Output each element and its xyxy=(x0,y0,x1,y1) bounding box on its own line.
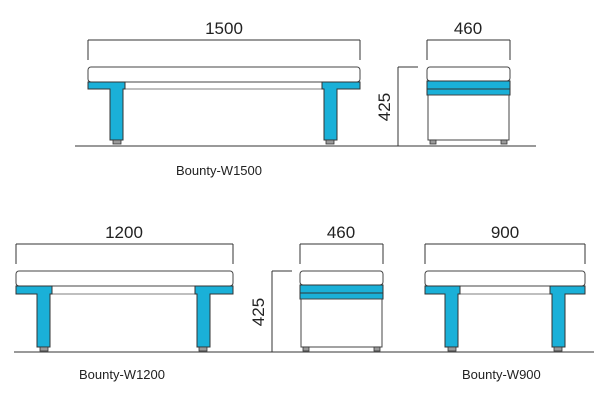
side-leg-frame xyxy=(300,298,383,348)
width-label-w1200: 1200 xyxy=(105,223,143,242)
width-dimension-w900: 900 xyxy=(424,223,586,264)
side-frame-bottom xyxy=(426,88,511,96)
side-seat-cushion xyxy=(299,270,384,286)
model-label-w1500: Bounty-W1500 xyxy=(176,163,262,178)
left-leg xyxy=(15,285,53,348)
side-frame-bottom xyxy=(299,292,384,300)
model-label-w1200: Bounty-W1200 xyxy=(79,367,165,382)
seat-cushion xyxy=(87,66,361,83)
side-right-foot xyxy=(500,139,508,145)
left-leg xyxy=(87,81,126,141)
left-leg xyxy=(424,285,461,348)
right-leg xyxy=(194,285,234,348)
left-foot xyxy=(39,346,49,352)
seat-cushion xyxy=(424,270,586,287)
left-foot xyxy=(447,346,457,352)
width-dimension-w1200: 1200 xyxy=(15,223,234,264)
bench-w1500-front-view: 1500 xyxy=(87,19,361,145)
width-label-w1500: 1500 xyxy=(205,19,243,38)
width-dimension-w1500: 1500 xyxy=(87,19,361,60)
bench-w1500-side-view: 460 425 xyxy=(375,19,511,147)
left-foot xyxy=(112,139,122,145)
side-leg-frame xyxy=(427,94,510,141)
height-label-w1200: 425 xyxy=(249,298,268,326)
bench-w900-front-view: 900 xyxy=(424,223,586,352)
height-dimension-w1200: 425 xyxy=(249,270,292,353)
depth-dimension-w1500: 460 xyxy=(426,19,511,60)
height-dimension-w1500: 425 xyxy=(375,66,418,147)
side-frame-top xyxy=(299,284,384,294)
right-leg xyxy=(321,81,361,141)
seat-cushion xyxy=(15,270,234,287)
depth-label-w1500: 460 xyxy=(454,19,482,38)
bench-w1200-side-view: 460 425 xyxy=(249,223,384,353)
width-label-w900: 900 xyxy=(491,223,519,242)
model-label-w900: Bounty-W900 xyxy=(462,367,541,382)
right-foot xyxy=(198,346,208,352)
depth-label-w1200: 460 xyxy=(327,223,355,242)
bench-w1200-front-view: 1200 xyxy=(15,223,234,352)
side-right-foot xyxy=(373,346,381,352)
height-label-w1500: 425 xyxy=(375,93,394,121)
side-left-foot xyxy=(302,346,310,352)
side-frame-top xyxy=(426,80,511,90)
depth-dimension-w1200: 460 xyxy=(299,223,384,264)
right-leg xyxy=(549,285,586,348)
side-seat-cushion xyxy=(426,66,511,82)
side-left-foot xyxy=(429,139,437,145)
right-foot xyxy=(553,346,563,352)
right-foot xyxy=(325,139,335,145)
